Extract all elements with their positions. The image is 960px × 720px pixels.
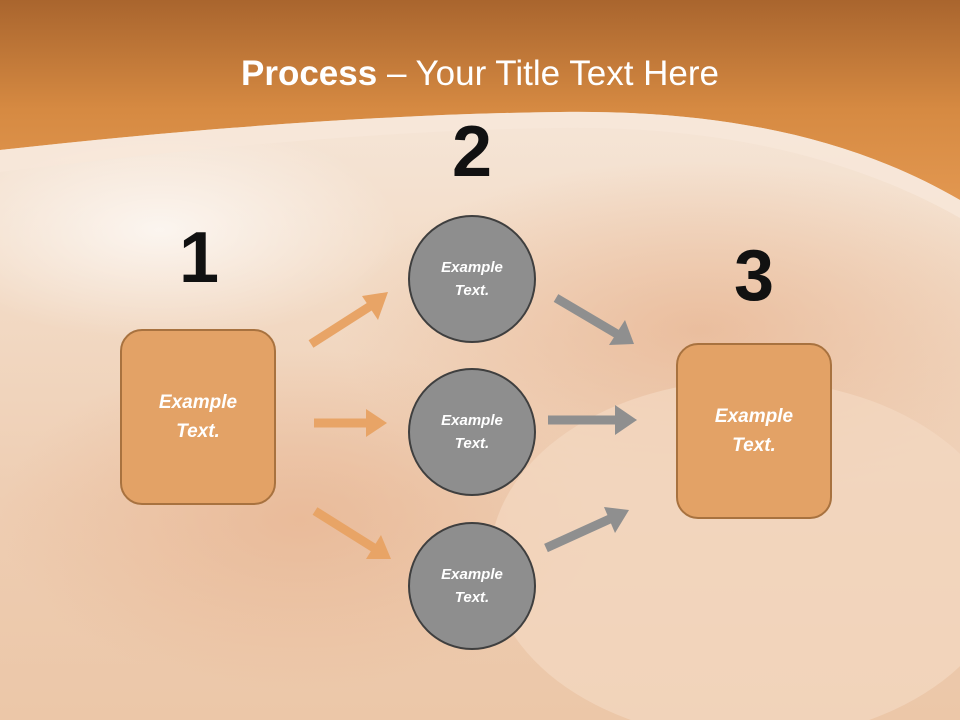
circle-bottom: Example Text. [408,522,536,650]
circle-middle: Example Text. [408,368,536,496]
title-rest: – Your Title Text Here [377,54,719,93]
circle-middle-label: Example Text. [441,412,503,452]
arrow-left-to-bottom [312,507,391,559]
slide-title: Process – Your Title Text Here [0,52,960,96]
step-number-1: 1 [178,218,220,298]
background-blur-shape [0,120,400,340]
arrow-bottom-to-right [544,507,629,553]
step-number-2: 2 [451,112,493,192]
circle-top: Example Text. [408,215,536,343]
background-blur-shape [490,380,960,720]
arrow-left-to-middle [314,409,387,437]
title-bold: Process [241,54,378,93]
step-number-3: 3 [733,236,775,316]
circle-top-label: Example Text. [441,259,503,299]
circle-bottom-label: Example Text. [441,566,503,606]
arrow-left-to-top [308,292,388,348]
arrow-top-to-right [553,294,634,345]
left-box-label: Example Text. [158,392,238,442]
header-band [0,0,960,200]
arrow-middle-to-right [548,405,637,435]
left-box: Example Text. [120,329,276,505]
header-swoosh [0,111,960,218]
right-box-label: Example Text. [714,406,794,456]
right-box: Example Text. [676,343,832,519]
